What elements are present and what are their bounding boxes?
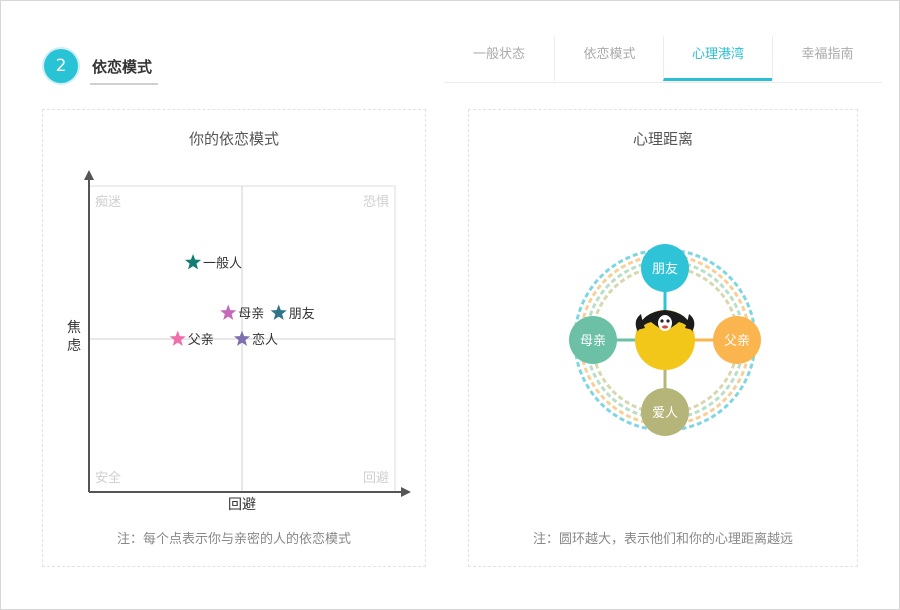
quadrant-label-dismissive: 回避 (363, 471, 389, 486)
x-axis-label: 回避 (228, 497, 256, 513)
quadrant-label-fearful: 恐惧 (363, 194, 389, 210)
star-label-0: 一般人 (203, 256, 242, 272)
distance-chart-note: 注：圆环越大，表示他们和你的心理距离越远 (532, 532, 793, 547)
star-marker-4 (233, 330, 251, 346)
y-axis-label-char-1: 焦 (67, 320, 81, 336)
star-label-2: 朋友 (289, 306, 315, 322)
y-axis-label-char-2: 虑 (67, 338, 81, 354)
tab-attachment-pattern[interactable]: 依恋模式 (554, 36, 664, 81)
attachment-chart-note: 注：每个点表示你与亲密的人的依恋模式 (116, 532, 351, 547)
tab-psychological-harbor[interactable]: 心理港湾 (663, 36, 772, 81)
distance-node-label-3: 母亲 (580, 334, 606, 349)
section-title-underline (90, 83, 158, 85)
tab-bar: 一般状态 依恋模式 心理港湾 幸福指南 (444, 36, 882, 83)
tab-happiness-guide[interactable]: 幸福指南 (772, 36, 882, 81)
section-title: 依恋模式 (92, 58, 153, 76)
center-avatar-icon (635, 310, 695, 370)
attachment-chart-title: 你的依恋模式 (188, 130, 279, 148)
quadrant-label-secure: 安全 (95, 470, 121, 486)
distance-chart-title: 心理距离 (632, 130, 693, 148)
star-label-4: 恋人 (252, 332, 278, 348)
star-marker-1 (220, 304, 237, 320)
tab-general-state[interactable]: 一般状态 (472, 47, 525, 62)
star-marker-2 (270, 304, 287, 320)
star-marker-3 (169, 330, 186, 346)
star-label-3: 父亲 (188, 333, 214, 348)
quadrant-label-preoccupied: 痴迷 (95, 194, 121, 210)
distance-node-0[interactable] (641, 244, 689, 292)
attachment-pattern-panel: 你的依恋模式 痴迷 恐惧 安全 回避 回避 焦 虑 一般人母亲 朋友父亲 恋人 注：… (42, 109, 426, 567)
section-number-badge: 2 (44, 49, 78, 83)
distance-node-3[interactable] (569, 316, 617, 364)
psychological-distance-panel: 心理距离 朋友父亲爱人 母亲 注：圆环越大，表示他们和你的心理距离越远 (468, 109, 858, 567)
distance-node-label-2: 爱人 (652, 406, 678, 421)
star-label-1: 母亲 (238, 307, 264, 322)
distance-node-1[interactable] (713, 316, 761, 364)
distance-node-label-1: 父亲 (724, 334, 750, 349)
distance-node-label-0: 朋友 (652, 261, 678, 277)
distance-node-2[interactable] (641, 388, 689, 436)
star-marker-0 (184, 254, 202, 270)
